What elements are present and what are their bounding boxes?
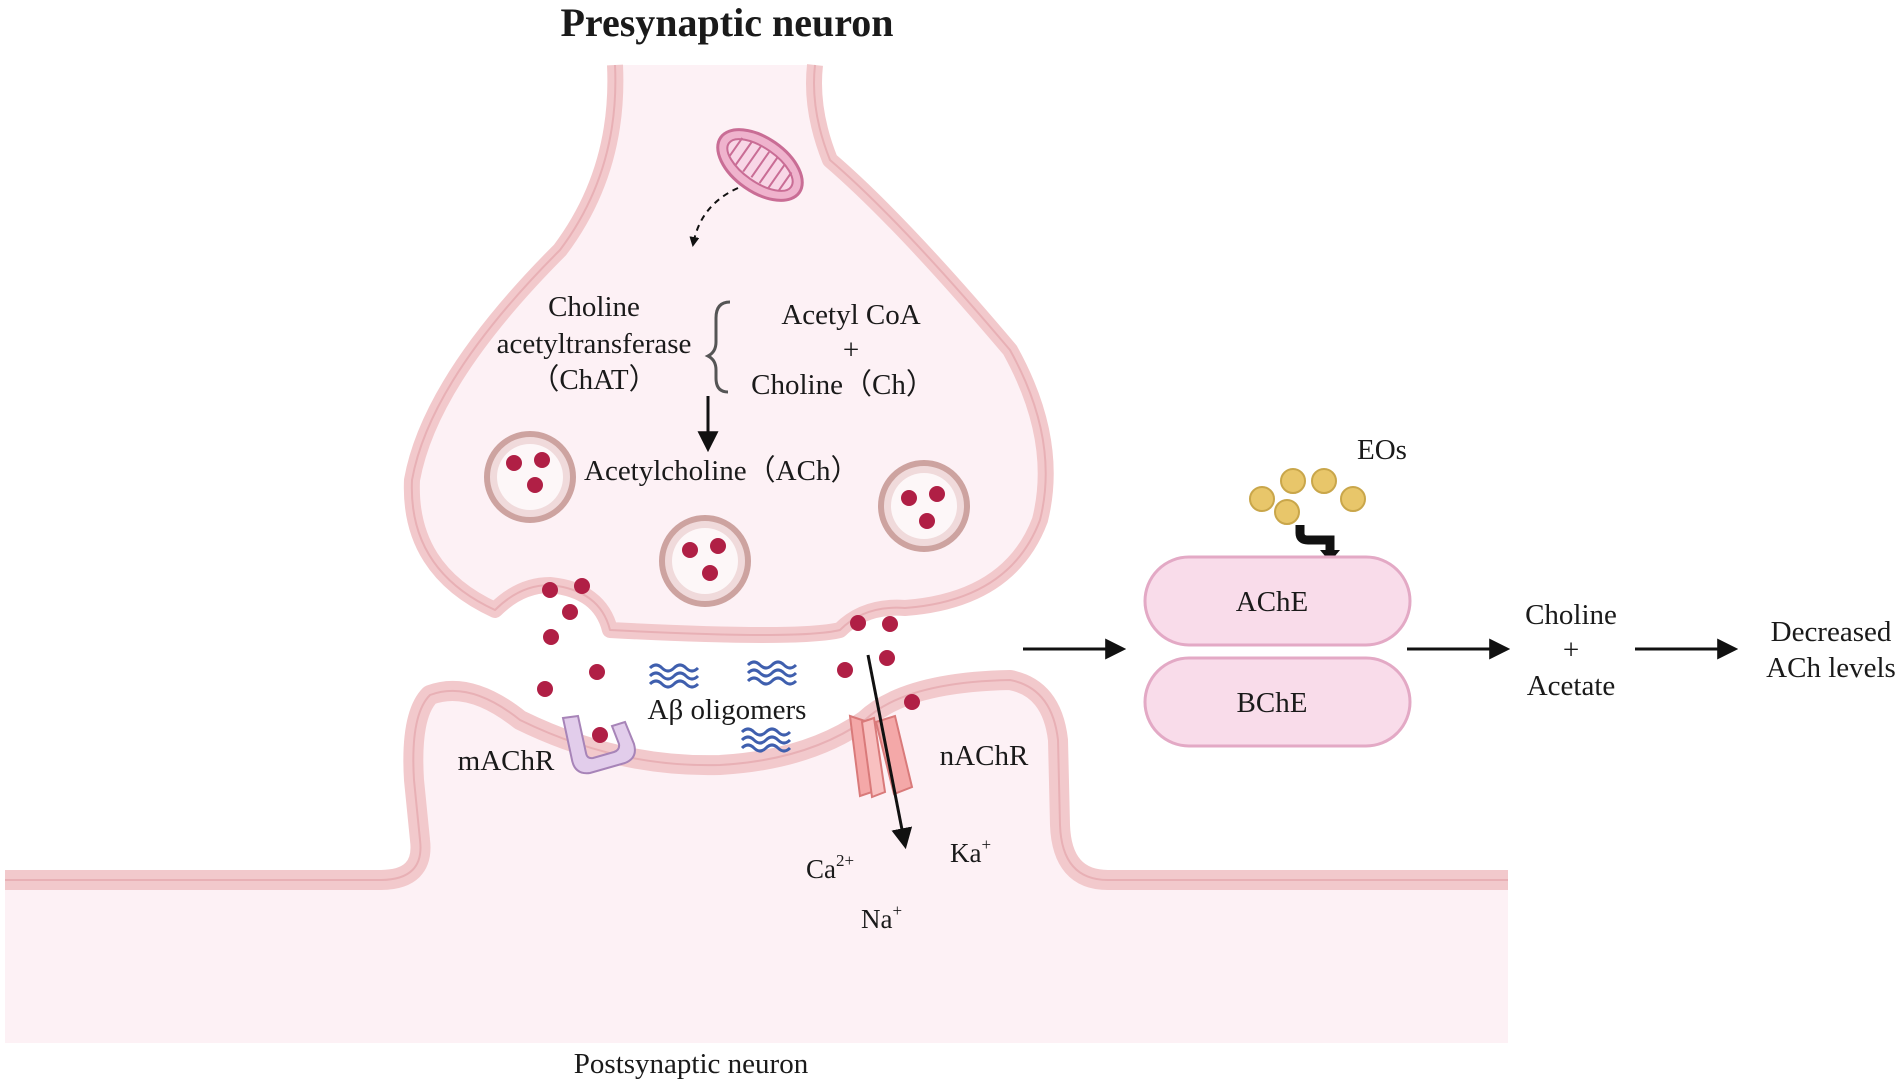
ach-molecules bbox=[537, 578, 920, 743]
sodium-ion-label: Na+ bbox=[861, 901, 902, 934]
postsynaptic-label: Postsynaptic neuron bbox=[574, 1048, 809, 1080]
ab-oligomer-label: Aβ oligomers bbox=[648, 694, 807, 726]
product-plus: + bbox=[1563, 634, 1579, 666]
chat-label-line2: acetyltransferase bbox=[497, 328, 692, 360]
substrate-label-line3: Choline（Ch） bbox=[751, 369, 935, 401]
calcium-ion-label: Ca2+ bbox=[806, 851, 854, 884]
product-label-line1: Choline bbox=[1525, 599, 1617, 631]
chat-label-line3: （ChAT） bbox=[530, 364, 657, 396]
bche-label: BChE bbox=[1237, 687, 1308, 719]
substrate-label-line1: Acetyl CoA bbox=[781, 299, 920, 331]
bche-box bbox=[1143, 656, 1412, 748]
substrate-plus: + bbox=[843, 334, 859, 366]
eo-molecule-icon bbox=[1249, 468, 1366, 525]
postsynaptic-neuron bbox=[5, 670, 1508, 1043]
result-label-line1: Decreased bbox=[1771, 616, 1892, 648]
product-label-line3: Acetate bbox=[1527, 670, 1616, 702]
ion-flow-arrow bbox=[866, 654, 913, 850]
nachr-label: nAChR bbox=[940, 740, 1029, 772]
ab-oligomer-icon bbox=[648, 660, 798, 753]
result-label-line2: ACh levels bbox=[1766, 652, 1896, 684]
vesicle bbox=[484, 431, 576, 523]
mitochondrion-icon bbox=[716, 128, 804, 202]
vesicle bbox=[878, 460, 970, 552]
machr-receptor-icon bbox=[561, 714, 636, 775]
vesicle bbox=[659, 515, 751, 607]
machr-label: mAChR bbox=[458, 745, 555, 777]
potassium-ion-label: Ka+ bbox=[950, 835, 991, 868]
brace bbox=[704, 300, 731, 394]
chat-label-line1: Choline bbox=[548, 291, 640, 323]
eos-label: EOs bbox=[1357, 434, 1407, 466]
dashed-arrow bbox=[689, 187, 739, 247]
ache-label: AChE bbox=[1236, 586, 1309, 618]
inhibition-arrow bbox=[1295, 525, 1335, 555]
ach-label: Acetylcholine（ACh） bbox=[584, 455, 859, 487]
ache-box bbox=[1143, 555, 1412, 647]
presynaptic-label: Presynaptic neuron bbox=[561, 0, 894, 45]
